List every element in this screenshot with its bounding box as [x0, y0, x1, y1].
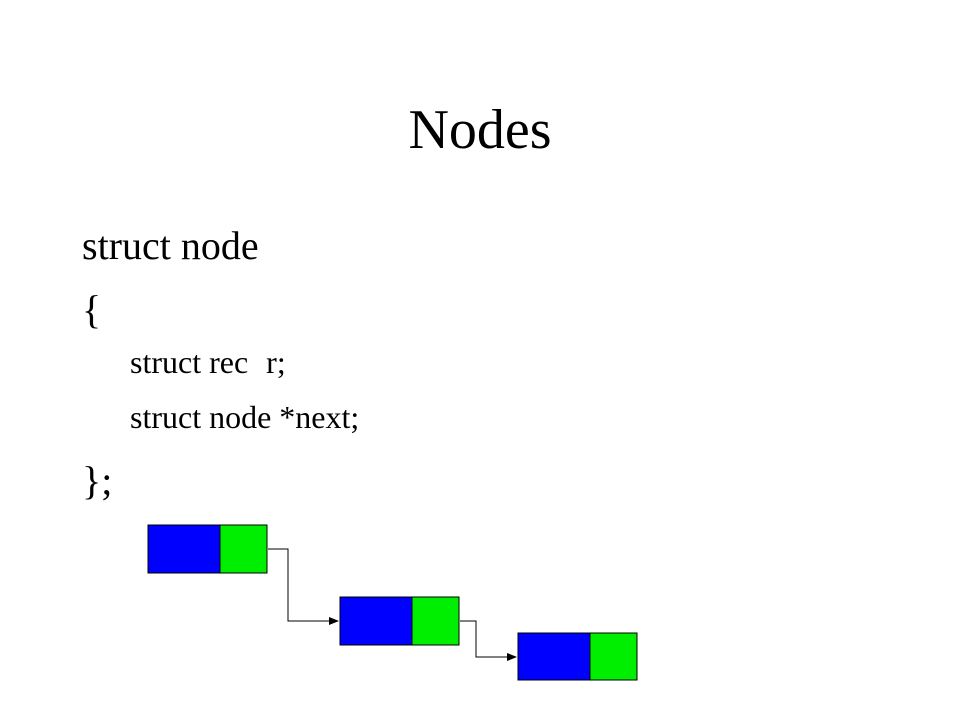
pointer-arrow-2-to-3	[460, 620, 517, 661]
code-field-next: struct node*next;	[130, 397, 359, 437]
node-1-next-cell	[219, 524, 268, 574]
pointer-arrow-1-to-2	[268, 548, 339, 625]
slide-title: Nodes	[408, 99, 552, 161]
node-3-data-cell	[517, 632, 591, 681]
list-node-1	[147, 524, 268, 574]
node-3-next-cell	[589, 632, 638, 681]
code-field-next-name: *next;	[279, 399, 360, 435]
code-field-next-type: struct node	[130, 399, 272, 435]
node-2-data-cell	[339, 596, 413, 646]
code-field-record: struct rec r;	[130, 342, 286, 382]
node-1-data-cell	[147, 524, 221, 574]
list-node-2	[339, 596, 460, 646]
node-2-next-cell	[411, 596, 460, 646]
code-field-record-type: struct rec	[130, 344, 249, 380]
code-open-brace: {	[82, 287, 102, 332]
code-field-record-name: r;	[266, 344, 286, 380]
list-node-3	[517, 632, 638, 681]
code-struct-declaration: struct node	[82, 223, 259, 268]
code-close-brace: };	[82, 458, 113, 503]
